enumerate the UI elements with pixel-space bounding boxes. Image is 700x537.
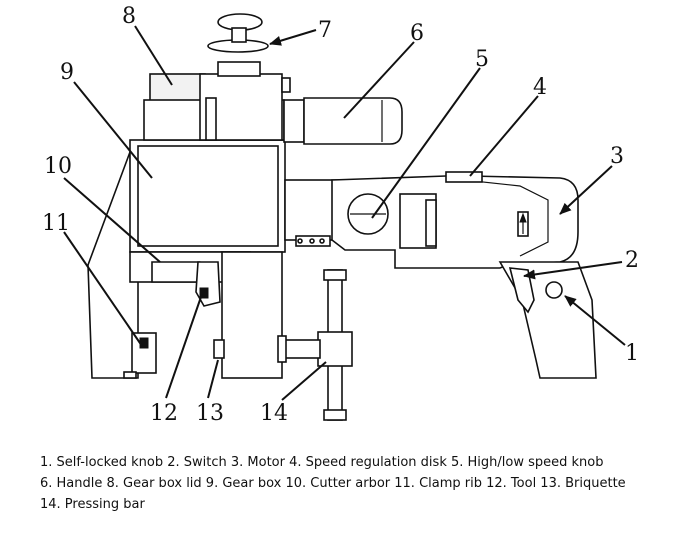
callout-13: 13 — [196, 401, 224, 426]
top-knob — [207, 13, 269, 77]
gear-box-lid — [143, 73, 291, 141]
legend-line-1: 1. Self-locked knob 2. Switch 3. Motor 4… — [40, 455, 604, 470]
callout-5: 5 — [475, 47, 489, 72]
callout-12: 12 — [150, 401, 178, 426]
cutter-arm — [129, 251, 283, 379]
leader-lines — [63, 25, 626, 401]
legend-line-3: 14. Pressing bar — [40, 497, 145, 512]
callout-9: 9 — [60, 60, 74, 85]
callout-3: 3 — [610, 144, 624, 169]
callout-7: 7 — [318, 18, 332, 43]
machine-diagram: 1 2 3 4 5 6 7 8 9 10 11 12 13 14 — [42, 4, 639, 426]
side-handle — [283, 97, 403, 145]
legend-line-2: 6. Handle 8. Gear box lid 9. Gear box 10… — [40, 476, 626, 491]
pressing-bar — [277, 269, 353, 421]
callout-labels: 1 2 3 4 5 6 7 8 9 10 11 12 13 14 — [42, 4, 639, 426]
callout-1: 1 — [625, 341, 639, 366]
callout-10: 10 — [44, 154, 72, 179]
callout-4: 4 — [533, 75, 547, 100]
callout-8: 8 — [122, 4, 136, 29]
gear-box — [129, 139, 286, 253]
parts-legend: 1. Self-locked knob 2. Switch 3. Motor 4… — [40, 452, 680, 515]
motor-body — [331, 171, 579, 269]
callout-2: 2 — [625, 248, 639, 273]
callout-14: 14 — [260, 401, 288, 426]
callout-6: 6 — [410, 21, 424, 46]
pistol-grip — [498, 261, 597, 379]
callout-11: 11 — [42, 211, 70, 236]
